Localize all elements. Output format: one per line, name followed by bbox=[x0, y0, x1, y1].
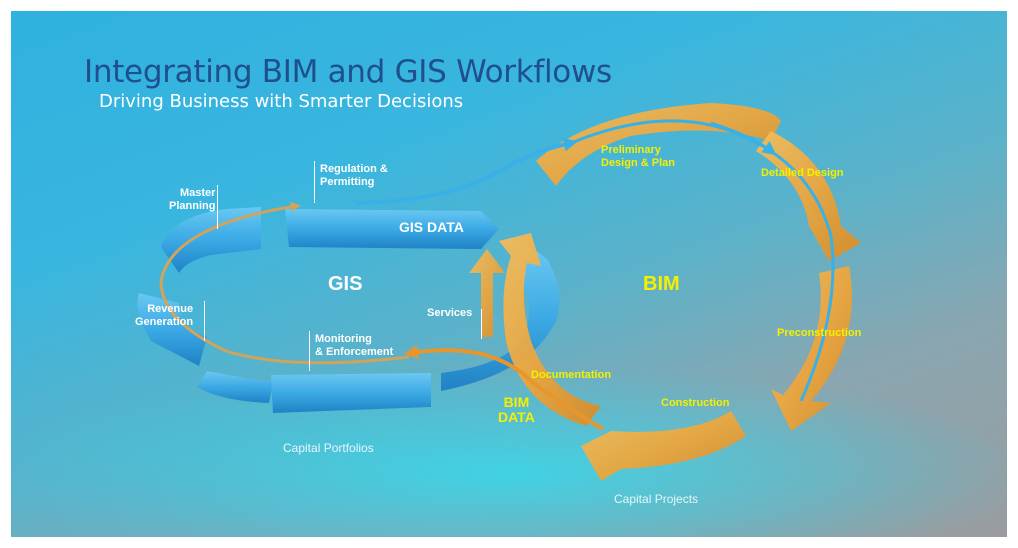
gis-up-arrow bbox=[469, 249, 505, 337]
stage-detailed-design: Detailed Design bbox=[761, 167, 844, 179]
gis-ring bbox=[137, 201, 560, 413]
gis-data-label: GIS DATA bbox=[399, 219, 464, 235]
gis-label: GIS bbox=[328, 273, 363, 295]
bim-label: BIM bbox=[643, 273, 680, 295]
bim-gis-diagram bbox=[137, 103, 861, 481]
gis-segment-bottom-left bbox=[197, 371, 273, 403]
gis-segment-left bbox=[137, 293, 207, 366]
gis-flow-arrow bbox=[159, 201, 410, 365]
gis-segment-top bbox=[161, 207, 261, 273]
stage-monitoring-enforcement: Monitoring & Enforcement bbox=[315, 333, 394, 358]
stage-master-planning: Master Planning bbox=[169, 187, 216, 212]
slide-title: Integrating BIM and GIS Workflows bbox=[84, 54, 612, 90]
gis-segment-right bbox=[441, 247, 560, 391]
bim-segment-upper-right bbox=[756, 131, 861, 261]
stage-preliminary-design: Preliminary Design & Plan bbox=[601, 144, 675, 169]
bim-flow-arrow bbox=[570, 119, 835, 402]
stage-construction: Construction bbox=[661, 397, 730, 409]
slide-subtitle: Driving Business with Smarter Decisions bbox=[99, 91, 464, 112]
bim-segment-bottom bbox=[581, 411, 746, 481]
stage-preconstruction: Preconstruction bbox=[777, 327, 862, 339]
stage-documentation: Documentation bbox=[531, 369, 612, 381]
bim-segment-right bbox=[771, 266, 852, 431]
gis-to-bim-arrow bbox=[355, 137, 578, 205]
bim-segment-left bbox=[499, 233, 601, 426]
capital-projects-label: Capital Projects bbox=[614, 492, 699, 506]
slide: Integrating BIM and GIS Workflows Drivin… bbox=[11, 11, 1007, 537]
gis-segment-upper bbox=[285, 209, 499, 249]
bim-to-gis-arrow bbox=[404, 345, 604, 431]
capital-portfolios-label: Capital Portfolios bbox=[283, 441, 374, 455]
bim-ring bbox=[355, 103, 861, 481]
bim-segment-top bbox=[536, 103, 781, 186]
stage-services: Services bbox=[427, 307, 473, 319]
stage-regulation-permitting: Regulation & Permitting bbox=[320, 163, 388, 188]
services-tick bbox=[481, 309, 482, 339]
gis-segment-bottom bbox=[271, 373, 431, 413]
master-planning-tick bbox=[217, 185, 218, 229]
monitoring-tick bbox=[309, 331, 310, 371]
background-glow bbox=[11, 371, 1007, 537]
regulation-tick bbox=[314, 161, 315, 203]
revenue-tick bbox=[204, 301, 205, 341]
stage-revenue-generation: Revenue Generation bbox=[135, 303, 194, 328]
bim-data-label: BIM DATA bbox=[498, 394, 535, 425]
detailed-design-arrow bbox=[710, 121, 777, 156]
